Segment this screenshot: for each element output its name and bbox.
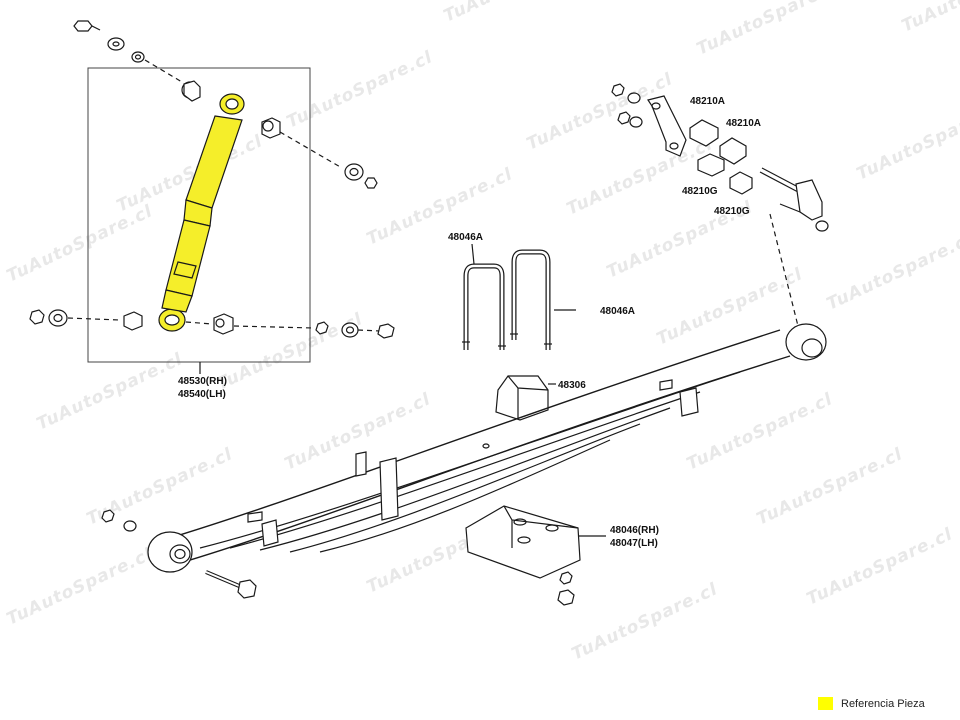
shackle-bushing-label: 48210A	[690, 96, 725, 107]
u-bolt-left	[462, 263, 506, 350]
watermark: TuAutoSpare.cl	[4, 201, 156, 286]
u-bolt-right	[510, 249, 552, 350]
watermark: TuAutoSpare.cl	[754, 444, 906, 529]
watermark: TuAutoSpare.cl	[824, 229, 960, 314]
u-bolt-label: 48046A	[448, 232, 483, 243]
shock-absorber-label-rh: 48530(RH)	[178, 376, 227, 387]
shock-absorber[interactable]	[158, 93, 245, 332]
lower-mount-hardware	[29, 309, 395, 339]
spring-seat	[465, 505, 606, 606]
upper-bushing-hardware	[261, 117, 378, 189]
watermark: TuAutoSpare.cl	[854, 99, 960, 184]
shackle-bushing-label: 48210G	[714, 206, 750, 217]
shock-absorber-group-box	[87, 67, 311, 363]
spring-bumper-label: 48306	[558, 380, 586, 391]
shackle-bushing-label: 48210A	[726, 118, 761, 129]
legend-label: Referencia Pieza	[841, 697, 925, 710]
legend: Referencia Pieza	[818, 697, 925, 710]
watermark: TuAutoSpare.cl	[804, 524, 956, 609]
watermark: TuAutoSpare.cl	[441, 0, 593, 27]
watermark: TuAutoSpare.cl	[684, 389, 836, 474]
watermark: TuAutoSpare.cl	[694, 0, 846, 60]
part-labels: 48530(RH) 48540(LH) 48210A 48210A 48210G…	[178, 96, 761, 549]
watermark: TuAutoSpare.cl	[214, 309, 366, 394]
watermark: TuAutoSpare.cl	[4, 544, 156, 629]
watermark: TuAutoSpare.cl	[569, 579, 721, 664]
u-bolt-label: 48046A	[600, 306, 635, 317]
upper-mount-hardware	[73, 20, 201, 102]
watermark: TuAutoSpare.cl	[899, 0, 960, 37]
shackle-bushing-label: 48210G	[682, 186, 718, 197]
watermark: TuAutoSpare.cl	[284, 47, 436, 132]
watermark: TuAutoSpare.cl	[654, 264, 806, 349]
u-bolt-top-label-leader	[471, 243, 475, 265]
spring-seat-label-lh: 48047(LH)	[610, 538, 658, 549]
shackle-assembly	[611, 83, 829, 335]
shock-absorber-label-lh: 48540(LH)	[178, 389, 226, 400]
watermark: TuAutoSpare.cl	[524, 69, 676, 154]
front-eye-hardware	[101, 509, 257, 599]
leaf-spring	[147, 323, 827, 573]
watermark: TuAutoSpare.cl	[364, 164, 516, 249]
legend-swatch	[818, 697, 833, 710]
spring-bumper	[495, 375, 556, 421]
spring-seat-label-rh: 48046(RH)	[610, 525, 659, 536]
watermark: TuAutoSpare.cl	[564, 134, 716, 219]
